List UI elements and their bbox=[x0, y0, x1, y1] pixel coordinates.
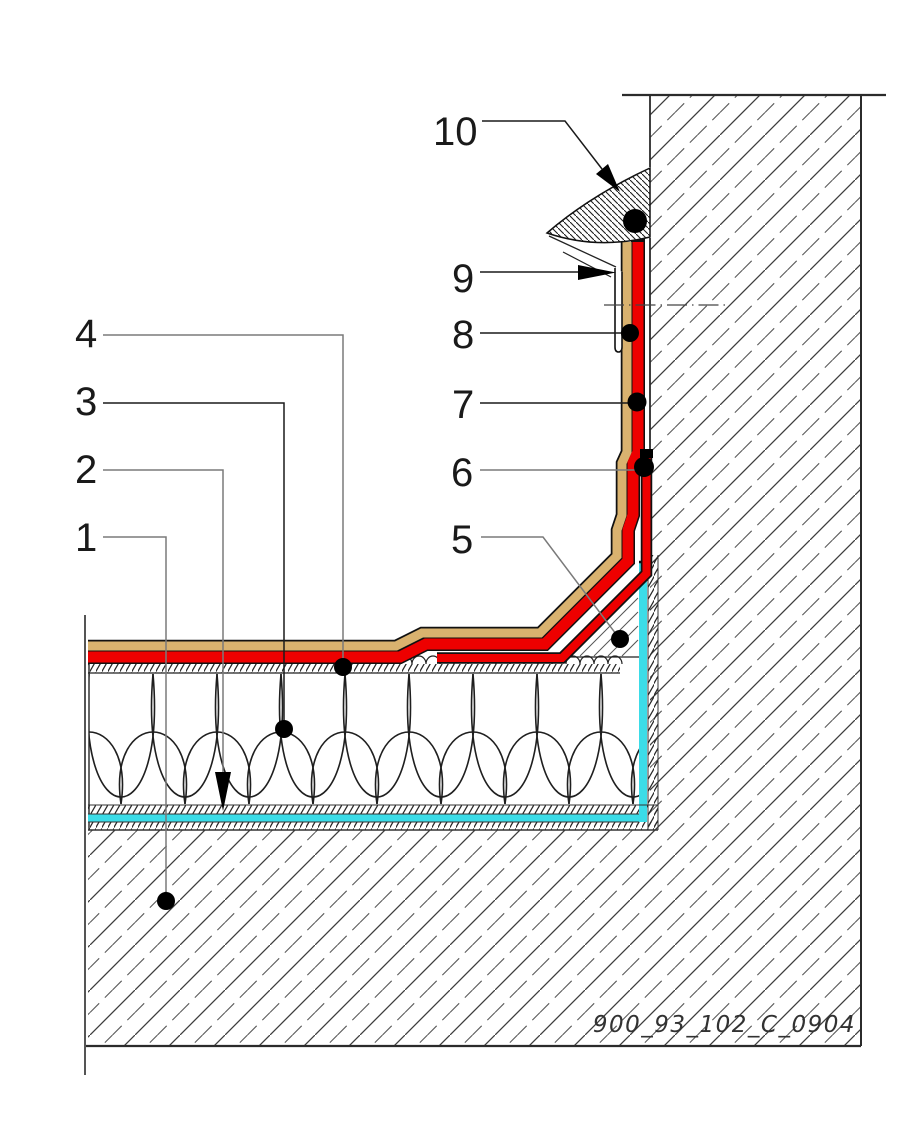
callout-1: 1 bbox=[75, 516, 175, 910]
drawing-number: 900_93_102_C_0904 bbox=[593, 1012, 856, 1038]
insulation-loop-bottom bbox=[89, 731, 124, 805]
deck-layers bbox=[88, 555, 659, 831]
insulation-loop-bottom bbox=[566, 731, 636, 805]
callout-9-arrow bbox=[578, 265, 616, 280]
callout-3-dot bbox=[275, 720, 293, 738]
protection-layer bbox=[88, 242, 632, 651]
callout-7-label: 7 bbox=[452, 383, 474, 427]
callout-7: 7 bbox=[452, 383, 647, 427]
membranes bbox=[88, 238, 653, 664]
callout-8: 8 bbox=[452, 313, 639, 357]
insulation-loop-top bbox=[470, 673, 540, 798]
levelling-band-lower bbox=[88, 822, 658, 830]
sealant-drip-line-1 bbox=[548, 235, 617, 268]
levelling-band-upper bbox=[88, 805, 658, 814]
waterproofing-membrane bbox=[88, 241, 644, 663]
insulation-loop-bottom bbox=[374, 731, 444, 805]
callout-10-label: 10 bbox=[433, 110, 478, 154]
wall-levelling-band bbox=[648, 555, 658, 830]
membrane-outline bbox=[88, 241, 645, 664]
insulation-loop-bottom bbox=[438, 731, 508, 805]
callout-4-dot bbox=[334, 658, 352, 676]
termination-details bbox=[545, 166, 728, 353]
callout-9-label: 9 bbox=[452, 257, 474, 301]
callout-6: 6 bbox=[451, 451, 654, 495]
insulation-loop-bottom bbox=[246, 731, 316, 805]
insulation-loop-bottom bbox=[310, 731, 380, 805]
callout-4-label: 4 bbox=[75, 312, 97, 356]
insulation-loop-bottom bbox=[118, 731, 188, 805]
concrete-wall bbox=[650, 95, 861, 1046]
callout-3: 3 bbox=[75, 380, 293, 738]
callout-9: 9 bbox=[452, 257, 616, 301]
insulation-loop-top bbox=[406, 673, 476, 798]
concrete-deck bbox=[88, 830, 650, 1046]
callout-6-dot bbox=[634, 457, 654, 477]
callout-7-dot bbox=[627, 392, 647, 412]
insulation-loop-top bbox=[534, 673, 604, 798]
callout-8-dot bbox=[621, 324, 639, 342]
bonding-strip bbox=[437, 456, 651, 662]
insulation-layer bbox=[89, 673, 641, 805]
termination-bar bbox=[614, 268, 623, 353]
callout-4: 4 bbox=[75, 312, 352, 676]
insulation-loop-bottom bbox=[502, 731, 572, 805]
callouts: 1 2 3 4 5 6 7 bbox=[75, 110, 654, 910]
insulation-loop-top bbox=[150, 673, 220, 798]
callout-2: 2 bbox=[75, 448, 231, 811]
callout-8-label: 8 bbox=[452, 313, 474, 357]
insulation-loop-bottom bbox=[630, 745, 641, 805]
callout-3-label: 3 bbox=[75, 380, 97, 424]
callout-1-dot bbox=[157, 892, 175, 910]
insulation-loop-top bbox=[342, 673, 412, 798]
bonding-strip-cap bbox=[640, 449, 653, 458]
callout-5-label: 5 bbox=[451, 518, 473, 562]
callout-10-arrow bbox=[596, 164, 620, 192]
insulation-loop-bottom bbox=[182, 731, 252, 805]
callout-5-dot bbox=[611, 630, 629, 648]
separation-layer bbox=[88, 664, 620, 673]
callout-5: 5 bbox=[451, 518, 629, 648]
callout-10: 10 bbox=[433, 110, 620, 192]
callout-2-arrow bbox=[215, 772, 231, 811]
callout-2-label: 2 bbox=[75, 448, 97, 492]
callout-6-label: 6 bbox=[451, 451, 473, 495]
backer-rod bbox=[623, 209, 647, 233]
protection-layer-outline bbox=[88, 242, 634, 653]
concrete-structure bbox=[84, 93, 886, 1075]
insulation-loop-top bbox=[89, 673, 156, 798]
vapour-barrier bbox=[88, 563, 647, 822]
callout-1-label: 1 bbox=[75, 516, 97, 560]
